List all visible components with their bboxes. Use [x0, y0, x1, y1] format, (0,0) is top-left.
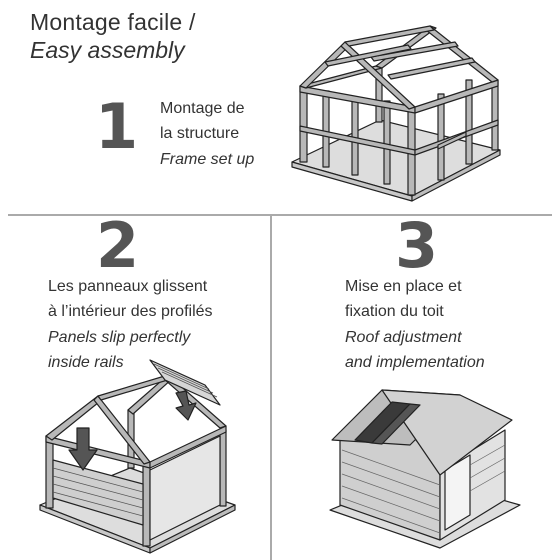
step-3-text-fr-2: fixation du toit	[345, 303, 444, 320]
horizontal-divider	[8, 214, 552, 216]
step-2-text-fr-2: à l’intérieur des profilés	[48, 303, 213, 320]
step-3-text-fr-1: Mise en place et	[345, 278, 462, 295]
step-1-text-fr-2: la structure	[160, 125, 240, 142]
step-2-text-en-2: inside rails	[48, 354, 124, 371]
title-french: Montage facile /	[30, 9, 196, 35]
step-2-text-en-1: Panels slip perfectly	[48, 329, 191, 346]
vertical-divider	[270, 214, 272, 560]
step-1-text-fr-1: Montage de	[160, 100, 245, 117]
step-2-text-fr-1: Les panneaux glissent	[48, 278, 208, 295]
step-3-text-en-2: and implementation	[345, 354, 485, 371]
step-3-text-en-1: Roof adjustment	[345, 329, 462, 346]
title-english: Easy assembly	[30, 37, 185, 63]
step-3-number: 3	[395, 209, 439, 282]
step-1-text-en: Frame set up	[160, 151, 255, 168]
step-1-number: 1	[95, 90, 139, 163]
step-2-number: 2	[96, 209, 140, 282]
